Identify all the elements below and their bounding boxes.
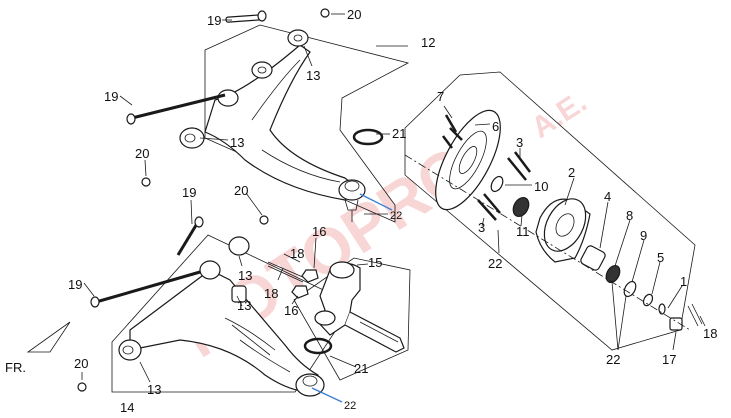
callout-14: 14 [120, 400, 134, 415]
callout-6: 6 [492, 119, 499, 134]
bearing-11 [512, 196, 530, 218]
washer-5 [642, 293, 654, 307]
callout-labels: 19 20 12 13 19 13 20 21 22 7 6 3 10 2 11… [5, 7, 717, 415]
disc-bolts [442, 114, 463, 149]
upper-bolt-top [225, 10, 267, 23]
seal-9 [623, 280, 637, 298]
upper-a-arm [204, 44, 366, 222]
steering-knuckle [314, 261, 405, 353]
callout-19-bottom: 19 [68, 277, 82, 292]
callout-21-lower: 21 [354, 361, 368, 376]
callout-3-upper: 3 [516, 135, 523, 150]
callout-10: 10 [534, 179, 548, 194]
callout-13-b: 13 [230, 135, 244, 150]
callout-18-right: 18 [703, 326, 717, 341]
callout-20-left: 20 [135, 146, 149, 161]
circlip-upper [352, 128, 384, 146]
callout-2: 2 [568, 165, 575, 180]
callout-1: 1 [680, 274, 687, 289]
knuckle-hardware [267, 261, 319, 299]
nut-16-a [301, 269, 319, 283]
bushing-top [287, 29, 309, 47]
callout-12: 12 [421, 35, 435, 50]
callout-3-lower: 3 [478, 220, 485, 235]
nut-mid [259, 215, 269, 225]
callout-20-mid: 20 [234, 183, 248, 198]
bushing-mid [251, 61, 273, 79]
nut-16-b [291, 285, 309, 299]
callout-18-lower: 18 [264, 286, 278, 301]
nut-left-upper [141, 177, 151, 187]
spacer-4 [580, 245, 606, 271]
callout-9: 9 [640, 228, 647, 243]
callout-22-lower: 22 [344, 400, 356, 412]
callout-16-lower: 16 [284, 303, 298, 318]
axle-nut-17 [669, 317, 683, 331]
callout-22-upper: 22 [390, 210, 402, 222]
callout-13-e: 13 [147, 382, 161, 397]
callout-20-bottom: 20 [74, 356, 88, 371]
blue-marker-lower [311, 387, 343, 403]
front-direction-arrow [26, 321, 71, 353]
callout-19-left: 19 [104, 89, 118, 104]
bearing-8 [605, 264, 621, 284]
leader-lines [81, 13, 706, 383]
callout-16-upper: 16 [312, 224, 326, 239]
lower-bushings [118, 236, 250, 361]
callout-13-c: 13 [238, 268, 252, 283]
front-label: FR. [5, 360, 26, 375]
brake-disc [435, 109, 501, 211]
callout-15: 15 [368, 255, 382, 270]
hub-studs [477, 151, 531, 221]
watermark-suffix: A.E. [526, 85, 593, 144]
callout-22-mid: 22 [488, 256, 502, 271]
blue-marker-upper [359, 193, 393, 211]
callout-22-right: 22 [606, 352, 620, 367]
callout-11: 11 [516, 224, 530, 239]
callout-19-lower: 19 [182, 185, 196, 200]
nut-top [320, 8, 330, 18]
callout-4: 4 [604, 189, 611, 204]
bushing-left [217, 89, 239, 107]
nut-bottom [77, 382, 87, 392]
cotter-pin-18 [687, 303, 703, 327]
callout-21-upper: 21 [392, 126, 406, 141]
callout-17: 17 [662, 352, 676, 367]
callout-13-d: 13 [237, 298, 251, 313]
callout-8: 8 [626, 208, 633, 223]
callout-19-top: 19 [207, 13, 221, 28]
callout-18-mid: 18 [290, 246, 304, 261]
callout-20-top: 20 [347, 7, 361, 22]
wheel-hub [535, 198, 591, 263]
cap-1 [658, 303, 666, 315]
upper-bolt-left [126, 93, 226, 125]
circlip-lower [303, 337, 333, 355]
callout-7: 7 [437, 89, 444, 104]
callout-13-a: 13 [306, 68, 320, 83]
callout-5: 5 [657, 250, 664, 265]
lower-bolts [90, 216, 204, 308]
